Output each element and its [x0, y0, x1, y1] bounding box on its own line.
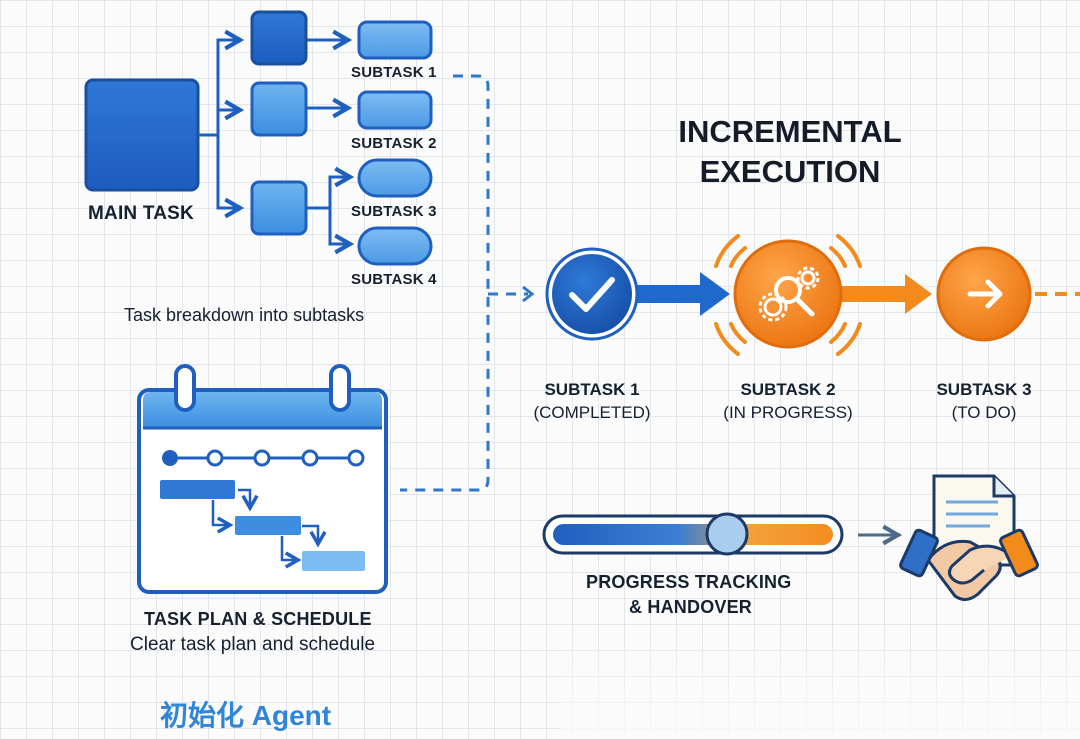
subtask-pill-2: [357, 90, 433, 130]
subtask-pill-1: [357, 20, 433, 60]
step1-status: (COMPLETED): [533, 403, 651, 422]
execution-title: INCREMENTAL EXECUTION: [600, 112, 980, 192]
tree-connectors: [198, 40, 350, 244]
execution-title-line2: EXECUTION: [699, 154, 881, 189]
subtask-label-4: SUBTASK 4: [351, 271, 437, 288]
step1-circle: [545, 247, 639, 341]
dashed-arrowhead: [522, 285, 535, 303]
subtask-pill-3: [357, 158, 433, 198]
handshake-document-icon: [899, 474, 1039, 601]
task-breakdown-tree: [84, 10, 433, 266]
plan-title: TASK PLAN & SCHEDULE: [144, 609, 372, 629]
step3-name: SUBTASK 3: [936, 380, 1032, 399]
execution-title-line1: INCREMENTAL: [678, 114, 902, 149]
tracking-label-line1: PROGRESS TRACKING: [586, 572, 792, 592]
main-task-box: [84, 78, 200, 192]
calendar-schedule-icon: [137, 364, 388, 594]
step2-status: (IN PROGRESS): [723, 403, 853, 422]
plan-caption: Clear task plan and schedule: [130, 634, 376, 655]
gears-magnifier-icon: [758, 266, 820, 322]
agent-label: 初始化 Agent: [160, 700, 332, 731]
tracking-label-line2: & HANDOVER: [629, 597, 753, 617]
subtask-label-2: SUBTASK 2: [351, 135, 437, 152]
arrow-right-icon: [967, 279, 1003, 309]
execution-chain: [545, 234, 1080, 356]
step1-name: SUBTASK 1: [544, 380, 640, 399]
progress-knob: [705, 512, 749, 556]
step2-circle: [714, 234, 862, 356]
dashed-connector: [400, 74, 528, 492]
step3-circle: [936, 246, 1032, 342]
step2-name: SUBTASK 2: [740, 380, 836, 399]
subtask-label-1: SUBTASK 1: [351, 64, 437, 81]
step3-status: (TO DO): [951, 403, 1017, 422]
arrow-step2-to-step3: [838, 274, 932, 314]
progress-bar: [542, 512, 844, 556]
subtask-pill-4: [357, 226, 433, 266]
subtask-label-3: SUBTASK 3: [351, 203, 437, 220]
level2-box-1: [250, 10, 308, 66]
arrow-step1-to-step2: [630, 272, 730, 316]
level2-box-3: [250, 180, 308, 236]
breakdown-caption: Task breakdown into subtasks: [124, 305, 365, 325]
main-task-label: MAIN TASK: [88, 203, 194, 224]
level2-box-2: [250, 81, 308, 137]
activity-arcs: [714, 234, 862, 356]
checkmark-icon: [569, 277, 615, 312]
